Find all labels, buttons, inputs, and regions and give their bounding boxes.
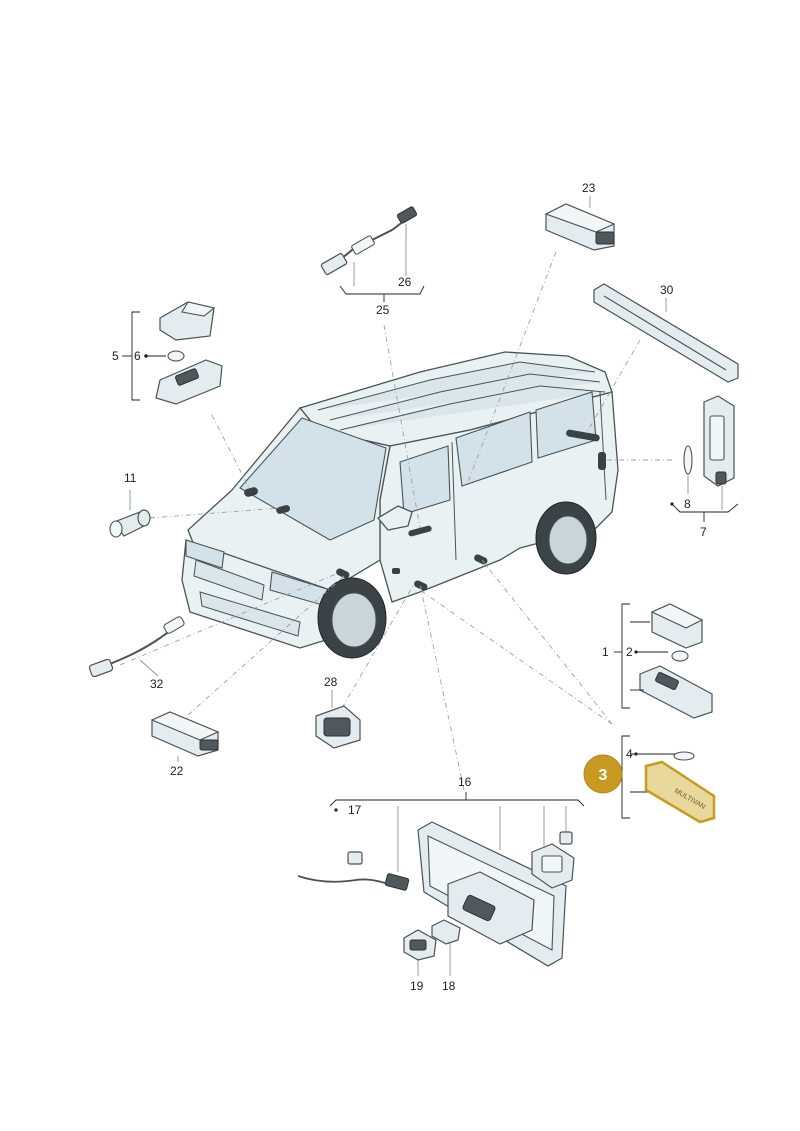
part-23[interactable]: 23: [544, 181, 616, 251]
callout-17: 17: [348, 803, 362, 817]
callout-11: 11: [124, 471, 137, 485]
callout-2: 2: [626, 645, 633, 659]
part-group-16[interactable]: 16 17 19 18: [297, 775, 585, 993]
callout-7: 7: [700, 525, 707, 539]
callout-26: 26: [398, 275, 412, 289]
part-group-25[interactable]: 26 25: [320, 206, 425, 317]
part-group-3[interactable]: 4 MULTIVAN 3: [583, 735, 716, 824]
callout-8: 8: [684, 497, 691, 511]
part-group-1[interactable]: 1 2: [602, 603, 713, 719]
highlighted-lamp[interactable]: [644, 760, 716, 824]
part-30[interactable]: 30: [593, 283, 739, 383]
callout-32: 32: [150, 677, 164, 691]
part-32[interactable]: 32: [88, 616, 186, 691]
van-illustration: [181, 351, 619, 659]
part-11[interactable]: 11: [109, 471, 151, 538]
callout-18: 18: [442, 979, 456, 993]
callout-30: 30: [660, 283, 674, 297]
callout-28: 28: [324, 675, 338, 689]
callout-1: 1: [602, 645, 609, 659]
part-group-5[interactable]: 5 6: [112, 301, 223, 405]
callout-6: 6: [134, 349, 141, 363]
leader-lines: [119, 251, 672, 791]
part-group-7[interactable]: 8 7: [670, 395, 739, 539]
part-22[interactable]: 22: [150, 711, 220, 778]
part-28[interactable]: 28: [315, 675, 361, 749]
callout-5: 5: [112, 349, 119, 363]
callout-4: 4: [626, 747, 633, 761]
callout-3-badge[interactable]: [583, 754, 623, 794]
callout-3: 3: [599, 767, 608, 784]
callout-25: 25: [376, 303, 390, 317]
callout-23: 23: [582, 181, 596, 195]
callout-16: 16: [458, 775, 472, 789]
callout-22: 22: [170, 764, 184, 778]
callout-19: 19: [410, 979, 424, 993]
